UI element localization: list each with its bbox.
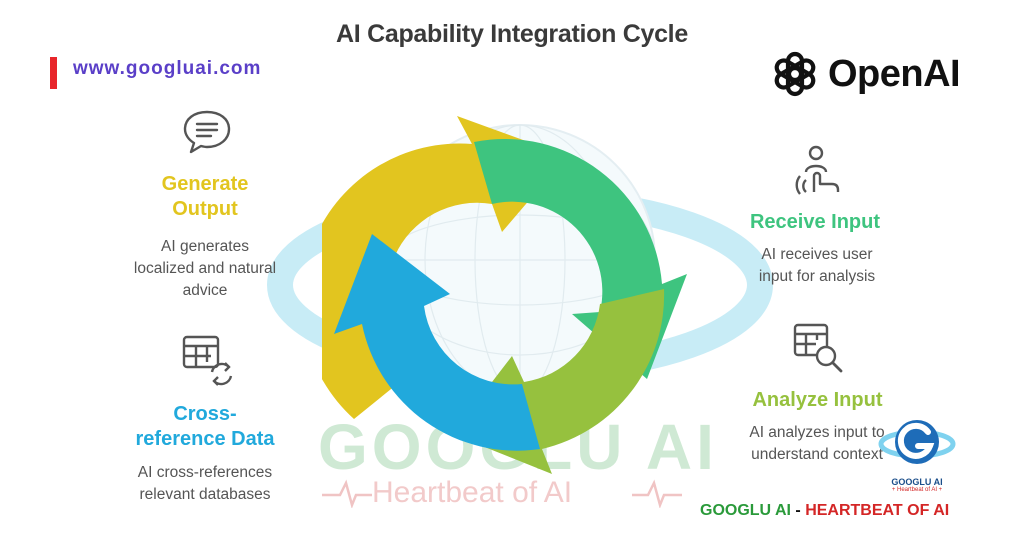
- stage-desc-generate: AI generates localized and natural advic…: [110, 236, 300, 302]
- cycle-arrow-crossref: [334, 234, 540, 451]
- stage-desc-analyze-line2: understand context: [751, 446, 883, 463]
- googlu-badge: GOOGLU AI + Heartbeat of AI +: [878, 414, 956, 494]
- heartbeat-line-left: [322, 479, 372, 508]
- openai-wordmark: OpenAI: [828, 52, 961, 95]
- touch-gesture-icon: [795, 145, 840, 195]
- stage-title-generate-line1: Generate: [161, 173, 249, 195]
- footer-part3: OF AI: [902, 502, 950, 519]
- stage-desc-receive-line2: input for analysis: [758, 268, 876, 285]
- badge-name: GOOGLU AI: [891, 477, 943, 487]
- site-url-link[interactable]: www.googluai.com: [73, 58, 262, 79]
- stage-desc-receive: AI receives user input for analysis: [728, 244, 906, 288]
- stage-title-crossref: Cross- reference Data: [110, 402, 300, 452]
- stage-title-crossref-line1: Cross-: [173, 403, 237, 425]
- googlu-g-logo-icon: [878, 420, 956, 464]
- stage-desc-crossref: AI cross-references relevant databases: [110, 462, 300, 506]
- stage-desc-generate-line3: advice: [182, 282, 228, 299]
- stage-desc-crossref-line1: AI cross-references: [137, 464, 273, 481]
- stage-title-analyze: Analyze Input: [752, 389, 883, 411]
- stage-desc-crossref-line2: relevant databases: [139, 486, 271, 503]
- heartbeat-line-right: [632, 479, 682, 508]
- page-title: AI Capability Integration Cycle: [336, 20, 688, 48]
- accent-bar: [50, 57, 57, 89]
- watermark-tagline: Heartbeat of AI: [372, 476, 573, 509]
- table-sync-icon: [182, 335, 233, 386]
- cycle-diagram: [322, 116, 687, 474]
- stage-title-crossref-line2: reference Data: [135, 428, 275, 450]
- stage-title-generate: Generate Output: [120, 172, 290, 222]
- stage-title-generate-line2: Output: [172, 198, 238, 220]
- footer-separator: -: [790, 502, 806, 519]
- footer-part2: HEARTBEAT: [805, 502, 903, 519]
- chat-bubble-icon: [183, 110, 231, 154]
- stage-desc-analyze: AI analyzes input to understand context: [724, 422, 910, 466]
- footer-part1: GOOGLU AI: [700, 502, 791, 519]
- footer-slogan: GOOGLU AI - HEARTBEAT OF AI: [700, 502, 949, 520]
- table-search-icon: [793, 323, 843, 373]
- stage-title-receive: Receive Input: [749, 211, 881, 233]
- openai-logo: OpenAI: [768, 44, 978, 104]
- stage-desc-generate-line1: AI generates: [161, 238, 249, 255]
- stage-desc-analyze-line1: AI analyzes input to: [749, 424, 885, 441]
- stage-desc-receive-line1: AI receives user: [761, 246, 873, 263]
- stage-desc-generate-line2: localized and natural: [133, 260, 277, 277]
- openai-knot-icon: [774, 51, 816, 97]
- badge-tagline: + Heartbeat of AI +: [891, 487, 943, 493]
